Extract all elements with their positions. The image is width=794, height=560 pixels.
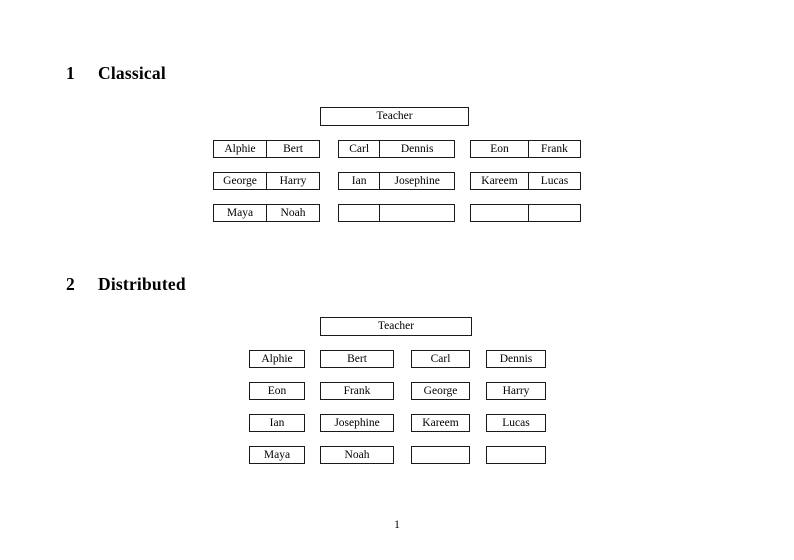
student-cell	[527, 205, 580, 221]
distributed-student-box: Kareem	[411, 414, 470, 432]
distributed-student-box	[486, 446, 546, 464]
classical-group-b-row-1: Carl Dennis	[338, 140, 455, 158]
section-title: Distributed	[98, 274, 186, 294]
distributed-student-box: Noah	[320, 446, 394, 464]
distributed-student-box: Alphie	[249, 350, 305, 368]
student-cell: Alphie	[224, 143, 256, 155]
classical-group-b-row-2: Ian Josephine	[338, 172, 455, 190]
distributed-student-box: Maya	[249, 446, 305, 464]
section-heading-distributed: 2 Distributed	[66, 274, 186, 295]
page-number: 1	[394, 519, 400, 531]
student-cell: Maya	[226, 207, 254, 219]
student-cell: Bert	[266, 141, 319, 157]
student-cell: Lucas	[527, 173, 580, 189]
classical-group-b-row-3	[338, 204, 455, 222]
student-cell: Josephine	[379, 173, 454, 189]
student-cell: Carl	[349, 143, 370, 155]
student-cell: Ian	[351, 175, 367, 187]
distributed-teacher-box: Teacher	[320, 317, 472, 336]
distributed-student-box: Harry	[486, 382, 546, 400]
section-heading-classical: 1 Classical	[66, 63, 166, 84]
classical-group-a-row-2: George Harry	[213, 172, 320, 190]
student-cell: Dennis	[379, 141, 454, 157]
student-cell: Noah	[266, 205, 319, 221]
distributed-student-box: Dennis	[486, 350, 546, 368]
student-cell	[339, 205, 379, 221]
distributed-student-box: Ian	[249, 414, 305, 432]
student-cell: Frank	[527, 141, 580, 157]
classical-group-c-row-3	[470, 204, 581, 222]
student-cell: George	[223, 175, 257, 187]
distributed-student-box: Lucas	[486, 414, 546, 432]
distributed-student-box: George	[411, 382, 470, 400]
distributed-student-box: Eon	[249, 382, 305, 400]
student-cell	[471, 205, 528, 221]
section-number: 2	[66, 274, 75, 294]
classical-group-a-row-3: Maya Noah	[213, 204, 320, 222]
classical-teacher-box: Teacher	[320, 107, 469, 126]
distributed-student-box: Josephine	[320, 414, 394, 432]
classical-group-a-row-1: Alphie Bert	[213, 140, 320, 158]
distributed-student-box: Frank	[320, 382, 394, 400]
section-title: Classical	[98, 63, 166, 83]
student-cell: Kareem	[481, 175, 518, 187]
distributed-student-box: Bert	[320, 350, 394, 368]
classical-group-c-row-2: Kareem Lucas	[470, 172, 581, 190]
distributed-student-box: Carl	[411, 350, 470, 368]
student-cell: Harry	[266, 173, 319, 189]
student-cell: Eon	[490, 143, 509, 155]
distributed-student-box	[411, 446, 470, 464]
classical-group-c-row-1: Eon Frank	[470, 140, 581, 158]
section-number: 1	[66, 63, 75, 83]
student-cell	[379, 205, 454, 221]
